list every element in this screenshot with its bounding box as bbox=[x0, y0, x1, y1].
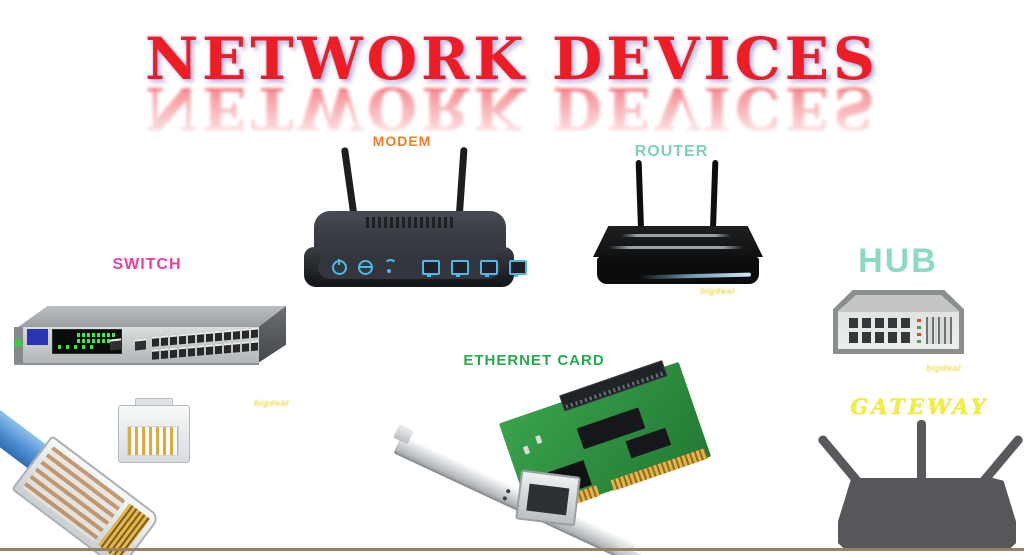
pcb-capacitor-1 bbox=[523, 445, 531, 455]
modem-front-panel bbox=[304, 247, 527, 287]
bottom-border-line bbox=[0, 548, 1024, 551]
hub-label: HUB bbox=[858, 242, 938, 280]
page-title: NETWORK DEVICES bbox=[145, 30, 879, 93]
wifi-icon bbox=[384, 258, 397, 273]
lan3-monitor-icon bbox=[480, 259, 498, 277]
gateway-figure: GATEWAY bbox=[815, 390, 1024, 552]
title-block: NETWORK DEVICES NETWORK DEVICES bbox=[0, 30, 1024, 180]
switch-led-row-1 bbox=[77, 333, 117, 337]
modem-figure: MODEM bbox=[298, 133, 527, 291]
gateway-label: GATEWAY bbox=[850, 394, 989, 419]
switch-front-face bbox=[14, 327, 260, 365]
router-front-light bbox=[638, 272, 752, 280]
hub-figure: HUB bbox=[820, 240, 1024, 380]
router-figure: ROUTER bbox=[585, 138, 770, 298]
switch-figure: SWITCH bbox=[0, 250, 300, 380]
switch-power-led bbox=[15, 340, 21, 346]
gateway-antenna-center bbox=[917, 420, 926, 482]
ethernet-card-label: ETHERNET CARD bbox=[463, 352, 605, 369]
hub-port-row-2 bbox=[848, 332, 912, 343]
title-reflection-fade bbox=[0, 92, 1024, 180]
router-top-highlight-1 bbox=[621, 234, 731, 237]
hub-faceplate bbox=[838, 295, 959, 349]
modem-antenna-left bbox=[340, 146, 359, 222]
hub-vent-grille bbox=[926, 316, 952, 344]
router-top-highlight-2 bbox=[609, 246, 743, 249]
switch-status-leds bbox=[58, 345, 94, 349]
switch-brand-plate bbox=[27, 329, 48, 345]
switch-uplink-port-2 bbox=[135, 338, 146, 351]
watermark-router: bigdeal bbox=[700, 286, 736, 296]
switch-label: SWITCH bbox=[112, 256, 182, 273]
gateway-body bbox=[838, 478, 1016, 548]
switch-led-row-2 bbox=[77, 339, 117, 343]
modem-antenna-right bbox=[455, 146, 468, 222]
hub-port-row-1 bbox=[848, 317, 912, 329]
switch-top-face bbox=[18, 306, 286, 327]
bracket-hole-2 bbox=[502, 495, 508, 502]
lan1-monitor-icon bbox=[422, 259, 440, 277]
router-label: ROUTER bbox=[634, 143, 709, 160]
watermark-hub: bigdeal bbox=[926, 363, 962, 373]
ethernet-cable-figure bbox=[0, 391, 300, 555]
lan2-monitor-icon bbox=[451, 259, 469, 277]
hub-top-band bbox=[838, 295, 959, 313]
bracket-hole-1 bbox=[505, 488, 511, 494]
watermark-cable: bigdeal bbox=[254, 398, 290, 408]
pcb-edge-connector bbox=[610, 448, 708, 491]
modem-vent-grille bbox=[366, 217, 456, 228]
ethernet-card-figure: ETHERNET CARD bbox=[390, 345, 712, 555]
power-icon bbox=[332, 258, 347, 275]
lan4-monitor-icon bbox=[509, 259, 527, 277]
rj45-plug-loose bbox=[118, 398, 190, 463]
internet-icon bbox=[358, 259, 373, 275]
hub-status-leds bbox=[916, 318, 921, 344]
hub-body bbox=[833, 290, 964, 354]
modem-label: MODEM bbox=[372, 133, 432, 149]
router-base bbox=[597, 257, 759, 284]
modem-indicator-strip bbox=[318, 255, 527, 279]
pcb-capacitor-2 bbox=[535, 434, 543, 445]
rj45-loose-gold-pins bbox=[127, 426, 179, 456]
switch-uplink-port-1 bbox=[110, 338, 121, 351]
router-top-case bbox=[593, 226, 763, 257]
ethernet-card-rj45-port bbox=[515, 469, 581, 527]
hub-ports bbox=[848, 317, 912, 343]
